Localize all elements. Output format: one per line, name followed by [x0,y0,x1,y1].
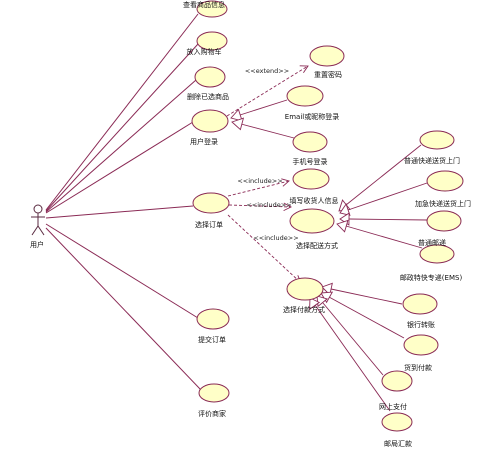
label-postal: 邮局汇款 [384,439,412,448]
actor-head [33,204,43,214]
label-submit: 提交订单 [198,335,226,344]
dependency-lines [226,65,309,284]
usecase-ship-method[interactable] [289,208,335,234]
stereotype-include-fill-info: <<include>> [237,177,282,185]
assoc-submit [45,223,199,319]
label-view-info: 查看商品信息 [183,0,225,9]
assoc-login [45,121,194,214]
label-fill-info: 填写收货人信息 [290,196,339,205]
usecase-add-cart[interactable] [196,31,228,51]
usecase-online[interactable] [381,370,413,392]
label-review: 评价商家 [198,409,226,418]
usecase-postal[interactable] [381,412,413,432]
label-ship-post: 普通邮递 [418,238,446,247]
gen-line-ship-normal [345,144,422,206]
usecase-ship-normal[interactable] [419,130,455,150]
usecase-view-info[interactable] [196,0,228,18]
actor-leg-right [37,225,45,236]
gen-line-ship-express [347,182,428,211]
include-line-ship [228,204,292,208]
usecase-phone-login[interactable] [292,131,328,153]
generalization-arrowheads [230,108,351,311]
include-line-pay [227,214,302,284]
usecase-ellipses [191,0,464,432]
label-cod: 货到付款 [404,363,432,372]
gen-line-ship-post [348,218,428,221]
actor-leg-left [31,225,39,236]
usecase-login[interactable] [191,109,229,133]
label-ship-ems: 邮政特快专递(EMS) [400,273,463,282]
stereotype-include-ship: <<include>> [246,201,291,209]
usecase-ship-ems[interactable] [419,244,455,264]
usecase-bank[interactable] [402,293,438,315]
assoc-view-info [45,13,199,211]
gen-tri-postal [309,297,321,311]
assoc-review [45,227,202,391]
usecase-submit[interactable] [196,308,230,330]
gen-line-postal [314,304,391,412]
label-reset-pw: 重置密码 [314,70,342,79]
usecase-order[interactable] [192,192,230,214]
usecase-fill-info[interactable] [292,168,330,190]
label-bank: 银行转账 [407,320,435,329]
include-arrowhead-ship [283,202,292,212]
assoc-remove [45,79,197,213]
actor-associations [45,13,202,391]
assoc-order [45,205,194,219]
stereotype-include-pay: <<include>> [253,234,298,242]
usecase-pay-method[interactable] [286,277,324,301]
gen-line-phone [240,123,295,139]
usecase-ship-post[interactable] [426,210,462,232]
labels: 用户 查看商品信息 放入购物车 删除已选商品 用户登录 选择订单 提交订单 评价… [30,0,471,448]
label-remove: 删除已选商品 [187,92,229,101]
gen-tri-ship-ems [336,219,349,233]
usecase-reset-pw[interactable] [309,45,345,67]
usecase-email-login[interactable] [286,85,324,107]
gen-line-online [322,302,384,376]
gen-line-bank [330,288,403,305]
label-ship-method: 选择配送方式 [296,241,338,250]
label-add-cart: 放入购物车 [187,47,222,56]
label-phone-login: 手机号登录 [293,157,328,166]
label-pay-method: 选择付款方式 [283,305,325,314]
usecase-remove[interactable] [194,66,226,88]
include-line-fill-info [227,180,290,197]
label-online: 网上支付 [379,402,407,411]
usecase-ship-express[interactable] [426,170,464,192]
stereotype-extend: <<extend>> [245,67,289,75]
extend-line [226,65,309,117]
gen-line-email [239,99,288,116]
actor-label: 用户 [30,240,44,249]
gen-tri-ship-express [339,203,351,216]
label-ship-normal: 普通快递送货上门 [404,156,460,165]
label-ship-express: 加急快递送货上门 [415,199,471,208]
gen-tri-phone [231,117,245,131]
label-email-login: Email或昵称登录 [285,112,339,121]
include-arrowhead-fill-info [281,178,290,187]
gen-line-ship-ems [345,225,423,249]
gen-tri-email [230,108,243,122]
usecase-cod[interactable] [403,334,439,356]
extend-arrowhead [299,65,309,74]
assoc-add-cart [45,43,199,212]
label-order: 选择订单 [195,220,223,229]
gen-line-cod [328,296,405,339]
usecase-review[interactable] [198,383,230,403]
generalization-lines [239,99,428,412]
label-login: 用户登录 [190,137,218,146]
actor-figure[interactable] [31,204,45,236]
